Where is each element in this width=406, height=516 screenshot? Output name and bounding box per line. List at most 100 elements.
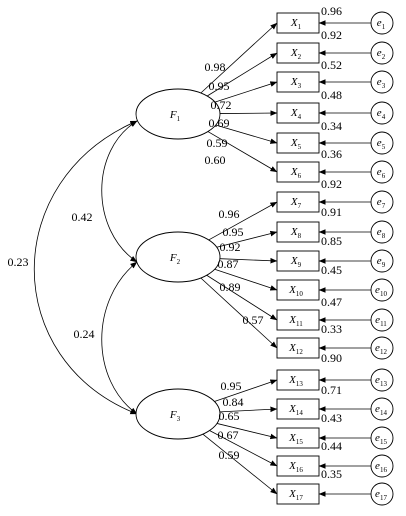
error-label-10-subscript: 10 xyxy=(380,290,388,298)
error-label-1: e1 xyxy=(377,17,386,31)
factor-label-2: F2 xyxy=(169,252,181,266)
loading-path-13 xyxy=(214,379,278,402)
error-label-8: e8 xyxy=(377,226,386,240)
loading-label-14: 0.84 xyxy=(223,395,244,409)
error-variance-label-3: 0.52 xyxy=(321,58,342,72)
error-variance-label-16: 0.44 xyxy=(321,439,342,453)
factor-label-1-symbol: F xyxy=(169,109,177,121)
error-label-7-subscript: 7 xyxy=(382,202,386,210)
indicator-label-13-symbol: X xyxy=(288,374,297,386)
loading-path-17 xyxy=(202,433,278,495)
indicator-label-14: X14 xyxy=(288,403,303,417)
indicator-label-2-subscript: 2 xyxy=(298,53,302,61)
indicator-label-11-subscript: 11 xyxy=(296,320,303,328)
indicator-label-15: X15 xyxy=(288,432,303,446)
indicator-label-6: X6 xyxy=(290,166,302,180)
error-label-12: e12 xyxy=(375,342,387,356)
loading-label-5: 0.59 xyxy=(207,136,228,150)
error-label-11-subscript: 11 xyxy=(380,320,387,328)
error-circle-12 xyxy=(370,336,394,360)
loading-path-16 xyxy=(209,430,278,467)
indicator-label-13: X13 xyxy=(288,374,303,388)
error-label-5-subscript: 5 xyxy=(382,143,386,151)
indicator-box-17 xyxy=(276,483,320,505)
indicator-label-7-subscript: 7 xyxy=(298,202,302,210)
error-label-9-symbol: e xyxy=(377,255,382,267)
indicator-label-15-symbol: X xyxy=(288,432,297,444)
error-circle-15 xyxy=(370,426,394,450)
error-variance-label-15: 0.43 xyxy=(321,411,342,425)
error-circle-7 xyxy=(370,190,394,214)
correlation-label-3: 0.23 xyxy=(8,255,29,269)
error-circle-10 xyxy=(370,278,394,302)
loading-path-8 xyxy=(216,230,278,248)
error-circle-2 xyxy=(370,41,394,65)
error-label-16: e16 xyxy=(375,460,387,474)
error-label-9-subscript: 9 xyxy=(382,261,386,269)
error-label-17-symbol: e xyxy=(375,488,380,500)
indicator-box-14 xyxy=(276,398,320,420)
loading-path-1 xyxy=(200,22,278,94)
factor-label-3-symbol: F xyxy=(169,409,177,421)
factor-label-3: F3 xyxy=(169,409,181,423)
indicator-label-9-symbol: X xyxy=(290,255,299,267)
indicator-box-11 xyxy=(276,309,320,331)
error-label-12-symbol: e xyxy=(375,342,380,354)
error-circle-16 xyxy=(370,454,394,478)
error-label-16-subscript: 16 xyxy=(380,466,388,474)
indicator-label-17-symbol: X xyxy=(288,488,297,500)
indicator-label-4: X4 xyxy=(290,107,302,121)
error-variance-label-4: 0.48 xyxy=(321,88,342,102)
loading-label-3: 0.72 xyxy=(211,98,232,112)
indicator-label-11: X11 xyxy=(288,314,303,328)
indicator-label-1-symbol: X xyxy=(290,17,299,29)
indicator-label-16: X16 xyxy=(288,460,303,474)
loading-path-10 xyxy=(214,268,278,291)
factor-label-2-symbol: F xyxy=(169,252,177,264)
error-label-2: e2 xyxy=(377,47,386,61)
indicator-label-14-subscript: 14 xyxy=(296,409,304,417)
error-circle-17 xyxy=(370,482,394,506)
error-circle-8 xyxy=(370,220,394,244)
correlation-path-3 xyxy=(33,120,138,415)
indicator-box-2 xyxy=(276,42,320,64)
loading-label-8: 0.95 xyxy=(223,225,244,239)
factor-ellipse-1 xyxy=(135,88,221,140)
indicator-label-4-symbol: X xyxy=(290,107,299,119)
indicator-box-12 xyxy=(276,337,320,359)
loading-path-6 xyxy=(207,131,278,173)
indicator-box-7 xyxy=(276,191,320,213)
error-circle-1 xyxy=(370,11,394,35)
loading-label-13: 0.95 xyxy=(221,379,242,393)
loading-label-4: 0.69 xyxy=(209,116,230,130)
error-label-13-symbol: e xyxy=(375,374,380,386)
error-variance-label-17: 0.35 xyxy=(321,467,342,481)
error-variance-label-14: 0.71 xyxy=(321,383,342,397)
error-label-3-symbol: e xyxy=(377,76,382,88)
indicator-label-3-subscript: 3 xyxy=(298,82,302,90)
correlation-path-1 xyxy=(101,120,138,263)
error-variance-label-7: 0.92 xyxy=(321,177,342,191)
error-label-17: e17 xyxy=(375,488,387,502)
loading-path-4 xyxy=(219,110,278,116)
indicator-label-10-subscript: 10 xyxy=(296,290,304,298)
loading-path-11 xyxy=(206,274,278,321)
indicator-box-3 xyxy=(276,71,320,93)
indicator-label-9: X9 xyxy=(290,255,302,269)
error-label-8-subscript: 8 xyxy=(382,232,386,240)
indicator-label-14-symbol: X xyxy=(288,403,297,415)
correlation-path-2 xyxy=(101,261,138,415)
error-variance-label-5: 0.34 xyxy=(321,119,342,133)
indicator-label-6-subscript: 6 xyxy=(298,172,302,180)
error-label-1-symbol: e xyxy=(377,17,382,29)
error-circle-11 xyxy=(370,308,394,332)
indicator-box-4 xyxy=(276,102,320,124)
factor-label-1-subscript: 1 xyxy=(177,115,181,123)
indicator-box-5 xyxy=(276,132,320,154)
indicator-label-1-subscript: 1 xyxy=(298,23,302,31)
error-label-6-symbol: e xyxy=(377,166,382,178)
indicator-label-12-symbol: X xyxy=(288,342,297,354)
error-label-14-subscript: 14 xyxy=(380,409,388,417)
indicator-label-7: X7 xyxy=(290,196,302,210)
factor-ellipse-3 xyxy=(135,388,221,440)
